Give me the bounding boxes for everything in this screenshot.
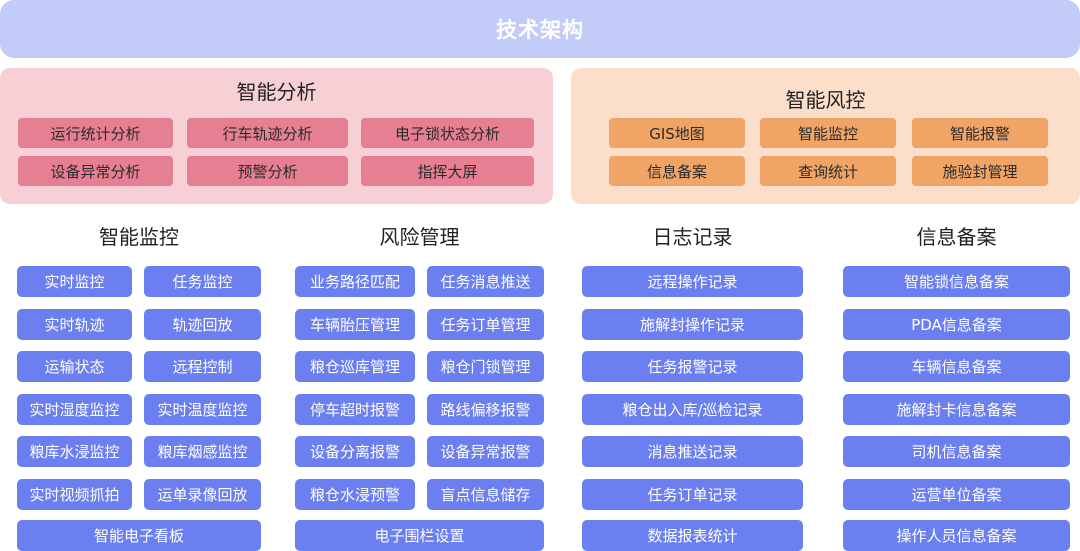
records-item[interactable]: 车辆信息备案: [843, 351, 1070, 382]
records-item[interactable]: 司机信息备案: [843, 436, 1070, 467]
risk-control-item[interactable]: 智能监控: [760, 118, 896, 148]
analysis-item[interactable]: 设备异常分析: [18, 156, 173, 186]
risk-management-item[interactable]: 盲点信息储存: [427, 479, 544, 510]
analysis-item[interactable]: 运行统计分析: [18, 118, 173, 148]
logs-item[interactable]: 施解封操作记录: [582, 309, 803, 340]
records-item[interactable]: 运营单位备案: [843, 479, 1070, 510]
logs-item[interactable]: 粮仓出入库/巡检记录: [582, 394, 803, 425]
risk-management-title: 风险管理: [379, 225, 460, 249]
risk-control-item[interactable]: 智能报警: [912, 118, 1048, 148]
records-item[interactable]: 智能锁信息备案: [843, 266, 1070, 297]
analysis-item[interactable]: 预警分析: [187, 156, 348, 186]
records-item[interactable]: 施解封卡信息备案: [843, 394, 1070, 425]
logs-item[interactable]: 远程操作记录: [582, 266, 803, 297]
page-title: 技术架构: [496, 18, 584, 42]
monitoring-item[interactable]: 任务监控: [144, 266, 261, 297]
monitoring-item[interactable]: 实时温度监控: [144, 394, 261, 425]
monitoring-item[interactable]: 实时轨迹: [17, 309, 132, 340]
monitoring-title: 智能监控: [99, 225, 179, 249]
risk-control-title: 智能风控: [785, 88, 866, 112]
monitoring-item[interactable]: 实时湿度监控: [17, 394, 132, 425]
risk-management-item[interactable]: 业务路径匹配: [295, 266, 415, 297]
risk-management-item[interactable]: 停车超时报警: [295, 394, 415, 425]
risk-management-item[interactable]: 设备分离报警: [295, 436, 415, 467]
monitoring-item[interactable]: 实时视频抓拍: [17, 479, 132, 510]
records-item[interactable]: PDA信息备案: [843, 309, 1070, 340]
analysis-title: 智能分析: [236, 80, 317, 104]
risk-management-item[interactable]: 任务订单管理: [427, 309, 544, 340]
analysis-item[interactable]: 电子锁状态分析: [361, 118, 534, 148]
records-title: 信息备案: [916, 225, 997, 249]
risk-management-item[interactable]: 粮仓门锁管理: [427, 351, 544, 382]
logs-item[interactable]: 消息推送记录: [582, 436, 803, 467]
monitoring-item[interactable]: 轨迹回放: [144, 309, 261, 340]
risk-control-item[interactable]: 信息备案: [609, 156, 745, 186]
monitoring-item[interactable]: 粮库烟感监控: [144, 436, 261, 467]
logs-item[interactable]: 数据报表统计: [582, 520, 803, 551]
risk-management-item[interactable]: 路线偏移报警: [427, 394, 544, 425]
monitoring-item[interactable]: 运单录像回放: [144, 479, 261, 510]
monitoring-item[interactable]: 粮库水浸监控: [17, 436, 132, 467]
logs-item[interactable]: 任务报警记录: [582, 351, 803, 382]
risk-management-wide-item[interactable]: 电子围栏设置: [295, 520, 544, 551]
risk-control-item[interactable]: 查询统计: [760, 156, 896, 186]
logs-title: 日志记录: [652, 225, 733, 249]
risk-management-item[interactable]: 设备异常报警: [427, 436, 544, 467]
monitoring-item[interactable]: 运输状态: [17, 351, 132, 382]
risk-management-item[interactable]: 粮仓水浸预警: [295, 479, 415, 510]
monitoring-item[interactable]: 实时监控: [17, 266, 132, 297]
monitoring-wide-item[interactable]: 智能电子看板: [17, 520, 261, 551]
risk-management-item[interactable]: 车辆胎压管理: [295, 309, 415, 340]
analysis-item[interactable]: 指挥大屏: [361, 156, 534, 186]
architecture-banner: 技术架构: [0, 0, 1080, 58]
logs-item[interactable]: 任务订单记录: [582, 479, 803, 510]
risk-management-item[interactable]: 粮仓巡库管理: [295, 351, 415, 382]
analysis-item[interactable]: 行车轨迹分析: [187, 118, 348, 148]
monitoring-item[interactable]: 远程控制: [144, 351, 261, 382]
records-item[interactable]: 操作人员信息备案: [843, 520, 1070, 551]
risk-control-item[interactable]: 施验封管理: [912, 156, 1048, 186]
risk-control-item[interactable]: GIS地图: [609, 118, 745, 148]
risk-management-item[interactable]: 任务消息推送: [427, 266, 544, 297]
